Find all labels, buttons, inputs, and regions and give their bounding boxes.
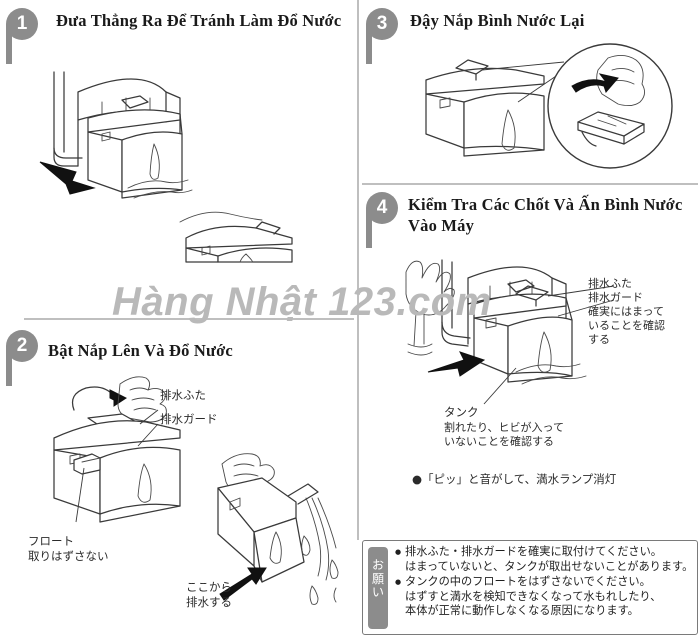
- label-drain-guard-note: 確実にはまって いることを確認 する: [588, 305, 665, 346]
- step-badge-4: 4: [366, 192, 400, 248]
- badge-tail: [6, 24, 12, 64]
- badge-disc: [366, 192, 398, 224]
- illustration-step-4: [398, 256, 658, 406]
- illustration-step-2a: [18, 372, 208, 532]
- step-badge-1: 1: [6, 8, 40, 64]
- badge-disc: [6, 8, 38, 40]
- step-number-1: 1: [16, 13, 28, 34]
- notice-box: お 願 い 排水ふた・排水ガードを確実に取付けてください。 はまっていないと、タ…: [362, 540, 698, 635]
- section-divider-right: [362, 183, 698, 185]
- badge-disc: [366, 8, 398, 40]
- label-tank: タンク: [444, 405, 479, 419]
- label-tank-note: 割れたり、ヒビが入って いないことを確認する: [444, 421, 565, 448]
- notice-body: 排水ふた・排水ガードを確実に取付けてください。 はまっていないと、タンクが取出せ…: [395, 545, 695, 620]
- step-4-bullet-note: ●「ピッ」と音がして、満水ランプ消灯: [412, 472, 617, 486]
- label-drain-lid-4: 排水ふた: [588, 277, 632, 290]
- step-title-1: Đưa Thẳng Ra Để Tránh Làm Đổ Nước: [56, 11, 342, 30]
- label-drain-guard-2: 排水ガード: [160, 412, 218, 426]
- badge-tail: [366, 24, 372, 64]
- step-number-2: 2: [16, 335, 28, 356]
- illustration-step-3: [412, 43, 692, 180]
- label-drain-guard-4: 排水ガード: [588, 291, 643, 304]
- notice-tab-char-2: 願: [371, 571, 384, 586]
- illustration-step-1: [30, 62, 350, 263]
- notice-tab-char-3: い: [371, 585, 384, 599]
- step-badge-2: 2: [6, 330, 40, 386]
- illustration-step-2b: [200, 440, 360, 635]
- column-divider: [357, 0, 359, 540]
- step-title-2: Bật Nắp Lên Và Đổ Nước: [48, 341, 233, 360]
- label-drain-lid-2: 排水ふた: [160, 388, 206, 402]
- notice-item: 排水ふた・排水ガードを確実に取付けてください。 はまっていないと、タンクが取出せ…: [395, 545, 695, 574]
- label-float: フロート 取りはずさない: [28, 534, 109, 563]
- step-number-4: 4: [376, 197, 388, 218]
- label-drain-here: ここから 排水する: [186, 580, 232, 609]
- step-number-3: 3: [376, 13, 388, 34]
- notice-item: タンクの中のフロートをはずさないでください。 はずすと満水を検知できなくなって水…: [395, 575, 695, 619]
- badge-disc: [6, 330, 38, 362]
- step-title-4: Kiểm Tra Các Chốt Và Ấn Bình Nước Vào Má…: [408, 195, 683, 235]
- notice-tab-label: お 願 い: [368, 547, 388, 629]
- step-title-3: Đậy Nắp Bình Nước Lại: [410, 11, 585, 30]
- section-divider-left: [24, 318, 354, 320]
- badge-tail: [366, 208, 372, 248]
- badge-tail: [6, 346, 12, 386]
- step-badge-3: 3: [366, 8, 400, 64]
- notice-tab-char-1: お: [371, 558, 384, 572]
